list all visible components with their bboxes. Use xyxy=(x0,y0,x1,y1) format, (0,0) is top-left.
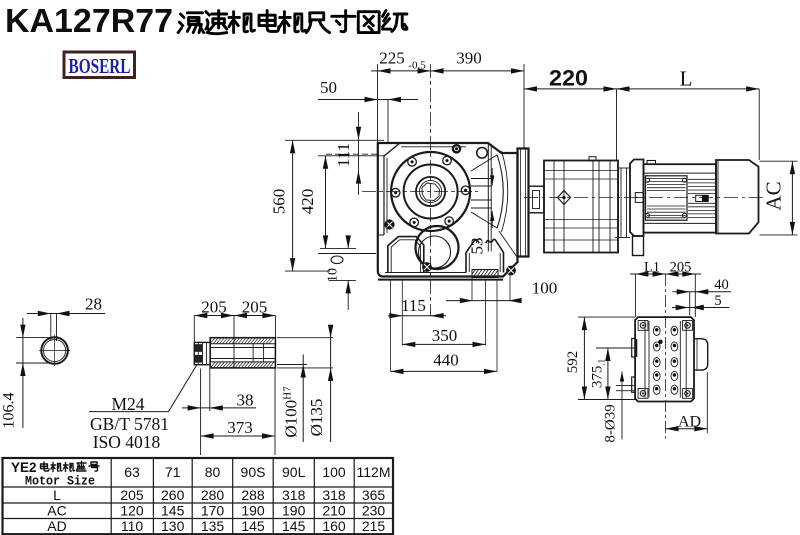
svg-text:145: 145 xyxy=(241,518,265,534)
svg-text:L: L xyxy=(53,487,61,503)
svg-text:38: 38 xyxy=(237,391,254,410)
svg-text:AD: AD xyxy=(47,518,66,534)
svg-text:AC: AC xyxy=(762,181,786,210)
svg-text:592: 592 xyxy=(565,351,581,374)
svg-text:145: 145 xyxy=(282,518,306,534)
svg-text:AD: AD xyxy=(678,414,701,431)
svg-text:115: 115 xyxy=(401,296,426,315)
svg-text:M24: M24 xyxy=(111,394,144,414)
svg-text:288: 288 xyxy=(241,487,265,503)
svg-text:160: 160 xyxy=(322,518,346,534)
svg-text:L: L xyxy=(680,67,693,91)
svg-text:145: 145 xyxy=(161,503,185,519)
svg-text:40: 40 xyxy=(714,277,729,293)
svg-text:100: 100 xyxy=(322,464,346,480)
svg-text:205: 205 xyxy=(201,298,227,317)
svg-text:80: 80 xyxy=(205,464,221,480)
svg-text:100: 100 xyxy=(532,279,558,298)
svg-text:260: 260 xyxy=(161,487,185,503)
svg-text:440: 440 xyxy=(433,351,459,370)
svg-text:365: 365 xyxy=(362,487,386,503)
svg-text:350: 350 xyxy=(432,326,458,345)
svg-text:210: 210 xyxy=(322,503,346,519)
svg-text:53: 53 xyxy=(468,238,487,255)
svg-text:Ø135: Ø135 xyxy=(307,399,326,437)
svg-text:205: 205 xyxy=(670,260,692,276)
svg-text:106.4: 106.4 xyxy=(1,393,18,429)
svg-text:YE2: YE2 xyxy=(11,460,37,475)
svg-text:420: 420 xyxy=(298,189,317,215)
svg-text:130: 130 xyxy=(161,518,185,534)
svg-text:560: 560 xyxy=(270,189,289,215)
svg-text:190: 190 xyxy=(241,503,265,519)
svg-text:280: 280 xyxy=(201,487,225,503)
svg-text:230: 230 xyxy=(362,503,386,519)
svg-text:318: 318 xyxy=(322,487,346,503)
svg-text:L1: L1 xyxy=(644,260,660,276)
svg-text:318: 318 xyxy=(282,487,306,503)
svg-text:28: 28 xyxy=(85,295,102,314)
svg-text:KA127R77: KA127R77 xyxy=(5,2,173,39)
svg-text:110: 110 xyxy=(121,518,144,534)
svg-text:AC: AC xyxy=(47,503,66,519)
svg-text:112M: 112M xyxy=(357,464,391,480)
svg-text:ISO 4018: ISO 4018 xyxy=(93,432,161,452)
svg-text:50: 50 xyxy=(320,78,337,97)
svg-text:205: 205 xyxy=(242,298,268,317)
svg-text:5: 5 xyxy=(714,293,721,309)
svg-text:205: 205 xyxy=(120,487,144,503)
svg-text:-0.5: -0.5 xyxy=(408,60,426,72)
svg-text:90L: 90L xyxy=(282,464,306,480)
svg-text:63: 63 xyxy=(124,464,140,480)
svg-text:375.1: 375.1 xyxy=(590,359,607,388)
svg-text:120: 120 xyxy=(120,503,144,519)
svg-text:373: 373 xyxy=(227,418,253,437)
svg-text:190: 190 xyxy=(282,503,306,519)
svg-text:Motor Size: Motor Size xyxy=(25,474,95,489)
svg-text:135: 135 xyxy=(201,518,225,534)
svg-text:10: 10 xyxy=(326,268,341,282)
svg-text:390: 390 xyxy=(456,49,482,68)
svg-text:111: 111 xyxy=(334,143,353,167)
svg-text:BOSERL: BOSERL xyxy=(69,54,131,78)
svg-text:8-Ø39: 8-Ø39 xyxy=(603,404,619,442)
svg-text:71: 71 xyxy=(165,464,181,480)
svg-text:225: 225 xyxy=(379,49,405,68)
svg-text:GB/T 5781: GB/T 5781 xyxy=(90,414,169,434)
svg-text:220: 220 xyxy=(549,66,588,91)
svg-text:90S: 90S xyxy=(241,464,266,480)
svg-text:215: 215 xyxy=(362,518,386,534)
svg-text:170: 170 xyxy=(201,503,225,519)
